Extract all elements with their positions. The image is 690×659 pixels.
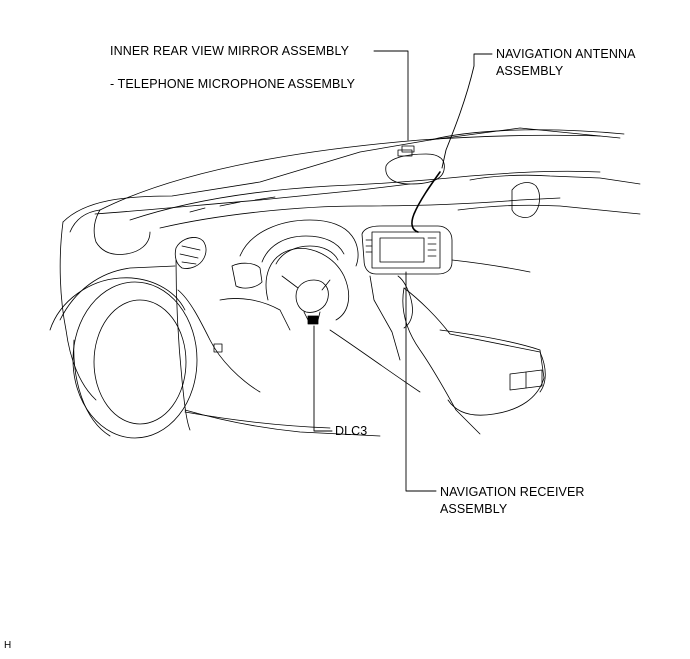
leader-receiver bbox=[405, 271, 437, 492]
door-trim-line bbox=[175, 259, 191, 431]
steering-spoke bbox=[281, 275, 331, 291]
right-dash-panel bbox=[469, 174, 641, 185]
mirror-housing-left bbox=[93, 209, 151, 255]
navigation-screen bbox=[379, 237, 425, 263]
label-receiver-line2: ASSEMBLY bbox=[440, 502, 508, 516]
label-mirror: INNER REAR VIEW MIRROR ASSEMBLY bbox=[110, 44, 350, 58]
cluster-hood bbox=[239, 219, 359, 267]
console-side bbox=[402, 287, 481, 435]
leader-dlc3 bbox=[313, 325, 333, 432]
cluster-face bbox=[261, 235, 345, 263]
leader-antenna bbox=[441, 53, 493, 169]
windshield-upper-line bbox=[99, 134, 601, 211]
small-switch bbox=[213, 343, 223, 353]
rear-view-mirror bbox=[385, 153, 445, 185]
antenna-cable bbox=[411, 171, 441, 233]
wheel-arch bbox=[49, 277, 186, 331]
dlc3-connector bbox=[307, 315, 319, 325]
shifter-base bbox=[397, 275, 413, 329]
label-antenna-line1: NAVIGATION ANTENNA bbox=[496, 47, 636, 61]
label-receiver: NAVIGATION RECEIVER ASSEMBLY bbox=[440, 484, 585, 518]
label-microphone: - TELEPHONE MICROPHONE ASSEMBLY bbox=[110, 77, 356, 91]
center-vent-left bbox=[365, 239, 373, 253]
label-antenna-line2: ASSEMBLY bbox=[496, 64, 564, 78]
left-vent bbox=[174, 237, 207, 269]
console-top bbox=[403, 287, 546, 393]
steering-hub bbox=[295, 279, 329, 313]
dashboard-top bbox=[129, 170, 601, 221]
rocker-line bbox=[184, 409, 381, 437]
console-front-panel bbox=[369, 275, 401, 361]
left-vent-slats bbox=[179, 245, 201, 265]
side-dash-panel bbox=[231, 262, 263, 289]
armrest bbox=[439, 329, 545, 416]
corner-code: H bbox=[4, 640, 12, 651]
tire-edge bbox=[73, 339, 111, 437]
sill-line bbox=[184, 411, 331, 429]
cluster-inner bbox=[275, 245, 339, 265]
body-lower-line bbox=[59, 265, 176, 321]
dashboard-front-edge bbox=[159, 197, 561, 229]
door-outline bbox=[59, 221, 97, 401]
steering-wheel-rim bbox=[265, 248, 350, 321]
roof-line bbox=[429, 129, 625, 141]
label-antenna: NAVIGATION ANTENNA ASSEMBLY bbox=[496, 46, 636, 80]
console-buttons bbox=[509, 369, 543, 391]
tire-outer bbox=[72, 281, 198, 439]
knee-panel bbox=[219, 298, 291, 331]
label-receiver-line1: NAVIGATION RECEIVER bbox=[440, 485, 585, 499]
label-dlc3: DLC3 bbox=[335, 424, 368, 438]
tire-inner bbox=[93, 299, 187, 425]
windshield-lower-line bbox=[94, 183, 411, 215]
door-front-curve bbox=[69, 209, 101, 233]
microphone-housing bbox=[401, 145, 415, 153]
center-stack-outline bbox=[361, 225, 453, 275]
lower-dash bbox=[177, 289, 261, 393]
receiver-buttons bbox=[427, 237, 437, 257]
right-lower-dash bbox=[451, 259, 531, 273]
floor-line bbox=[329, 329, 421, 393]
dash-vent-line bbox=[189, 196, 276, 213]
mirror-mount bbox=[397, 149, 413, 157]
a-pillar-outline bbox=[62, 127, 621, 223]
leader-mirror bbox=[373, 50, 409, 141]
right-dash-vent bbox=[511, 182, 540, 218]
navigation-receiver-unit bbox=[371, 231, 441, 269]
glovebox-line bbox=[457, 204, 641, 215]
